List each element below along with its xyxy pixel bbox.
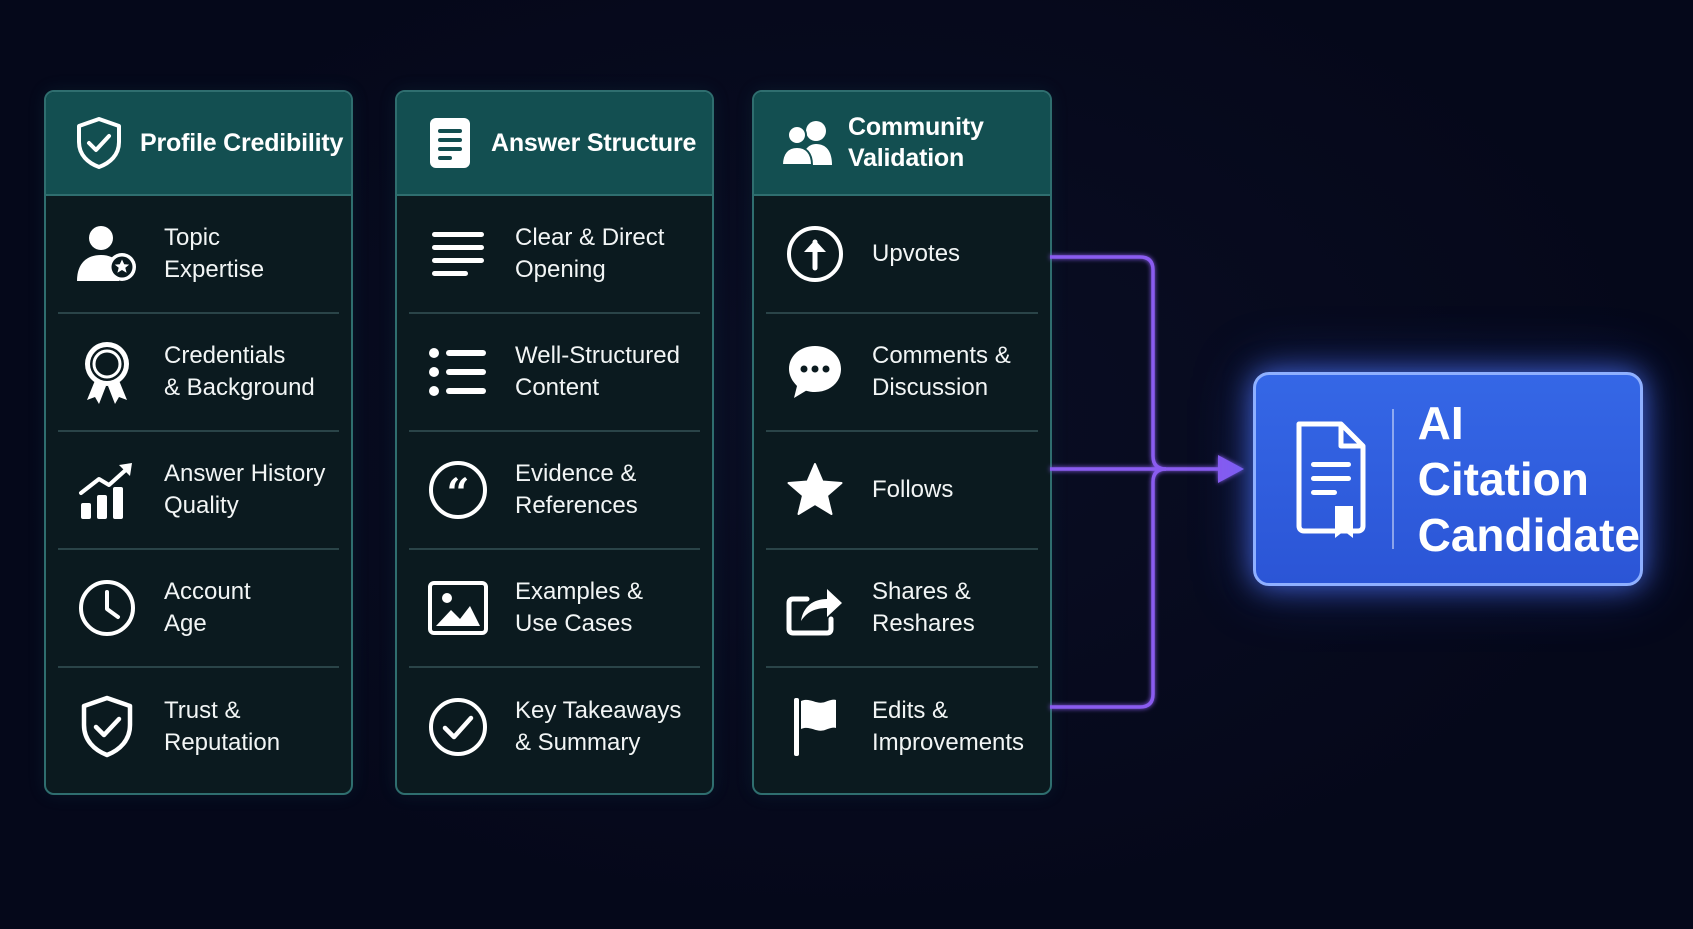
certificate-document-icon xyxy=(1288,414,1374,544)
list-item: Clear & Direct Opening xyxy=(409,196,700,314)
item-label: Well-Structured Content xyxy=(515,342,680,401)
item-label: Topic Expertise xyxy=(164,224,265,283)
item-label: Credentials & Background xyxy=(164,342,315,401)
panel-title: Answer Structure xyxy=(491,128,697,157)
flag-icon xyxy=(782,694,848,760)
list-item: Examples & Use Cases xyxy=(409,550,700,668)
clock-icon xyxy=(74,575,140,641)
bullet-list-icon xyxy=(425,339,491,405)
users-icon xyxy=(780,116,834,170)
panel-title: Community Validation xyxy=(848,113,984,172)
list-item: Edits & Improvements xyxy=(766,668,1038,786)
item-label: Account Age xyxy=(164,578,251,637)
bar-chart-trend-icon xyxy=(74,457,140,523)
item-label: Comments & Discussion xyxy=(872,342,1011,401)
target-label: AI Citation Candidate xyxy=(1417,397,1640,561)
item-label: Examples & Use Cases xyxy=(515,578,644,637)
item-label: Evidence & References xyxy=(515,460,638,519)
list-item: Account Age xyxy=(58,550,339,668)
panel-header: Profile Credibility xyxy=(46,92,351,196)
panel-title: Profile Credibility xyxy=(140,128,344,157)
list-item: Follows xyxy=(766,432,1038,550)
check-circle-icon xyxy=(425,694,491,760)
connector-edits xyxy=(1050,467,1167,709)
profile-credibility-panel: Profile Credibility Topic Expertise Cred… xyxy=(44,90,353,795)
list-item: Shares & Reshares xyxy=(766,550,1038,668)
shield-check-icon xyxy=(74,694,140,760)
ai-citation-candidate-box: AI Citation Candidate xyxy=(1253,372,1643,586)
quote-icon: “ xyxy=(425,457,491,523)
item-label: Edits & Improvements xyxy=(872,697,1025,756)
chat-bubble-icon xyxy=(782,339,848,405)
connector-upvotes xyxy=(1050,255,1167,471)
list-item: Key Takeaways & Summary xyxy=(409,668,700,786)
list-item: Credentials & Background xyxy=(58,314,339,432)
list-item: “ Evidence & References xyxy=(409,432,700,550)
list-item: Answer History Quality xyxy=(58,432,339,550)
item-label: Follows xyxy=(872,476,954,503)
shield-check-icon xyxy=(72,116,126,170)
item-label: Answer History Quality xyxy=(164,460,326,519)
star-icon xyxy=(782,457,848,523)
arrow-up-circle-icon xyxy=(782,221,848,287)
award-ribbon-icon xyxy=(74,339,140,405)
item-label: Shares & Reshares xyxy=(872,578,975,637)
answer-structure-panel: Answer Structure Clear & Direct Opening … xyxy=(395,90,714,795)
svg-text:“: “ xyxy=(446,470,469,517)
connector-arrowhead xyxy=(1218,455,1244,483)
list-item: Upvotes xyxy=(766,196,1038,314)
list-item: Well-Structured Content xyxy=(409,314,700,432)
image-icon xyxy=(425,575,491,641)
item-label: Key Takeaways & Summary xyxy=(515,697,682,756)
list-item: Topic Expertise xyxy=(58,196,339,314)
share-icon xyxy=(782,575,848,641)
community-validation-panel: Community Validation Upvotes Comments & … xyxy=(752,90,1052,795)
item-label: Trust & Reputation xyxy=(164,697,281,756)
text-lines-icon xyxy=(425,221,491,287)
panel-header: Answer Structure xyxy=(397,92,712,196)
document-icon xyxy=(423,116,477,170)
list-item: Trust & Reputation xyxy=(58,668,339,786)
list-item: Comments & Discussion xyxy=(766,314,1038,432)
item-label: Upvotes xyxy=(872,240,961,267)
user-star-icon xyxy=(74,221,140,287)
panel-header: Community Validation xyxy=(754,92,1050,196)
divider xyxy=(1391,409,1394,549)
item-label: Clear & Direct Opening xyxy=(515,224,665,283)
